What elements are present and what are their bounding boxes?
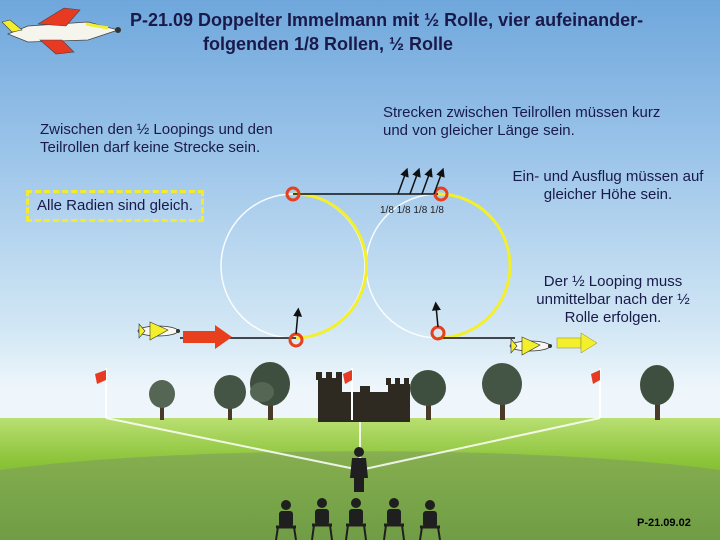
tree-icon — [640, 365, 674, 420]
right-half-loop — [437, 192, 512, 340]
note-equal-radii: Alle Radien sind gleich. — [26, 190, 204, 222]
tree-icon — [410, 370, 446, 420]
flag-icon — [591, 368, 601, 418]
roll-marker-left-bottom — [288, 332, 304, 348]
judge-icon — [311, 498, 333, 540]
roll-symbols — [293, 167, 445, 335]
left-half-loop — [292, 192, 368, 340]
flag-icon — [343, 368, 353, 420]
flag-icon — [95, 368, 107, 418]
note-no-line: Zwischen den ½ Loopings und den Teilroll… — [40, 121, 273, 156]
castle-icon — [316, 372, 410, 422]
entry-arrow-icon — [183, 325, 232, 349]
runway-strip — [0, 451, 720, 540]
judge-icon — [275, 500, 297, 540]
note-half-loop: Der ½ Looping muss unmittelbar nach der … — [536, 273, 690, 326]
flight-path — [180, 192, 515, 340]
aircraft-icon — [509, 336, 552, 356]
left-loop-guide — [220, 193, 366, 339]
tree-icon — [214, 375, 246, 420]
title-line-1: P-21.09 Doppelter Immelmann mit ½ Rolle,… — [130, 10, 644, 30]
judge-icon — [419, 500, 441, 540]
slide-code: P-21.09.02 — [637, 517, 691, 529]
exit-arrow-icon — [556, 332, 598, 354]
title-line-2: folgenden 1/8 Rollen, ½ Rolle — [203, 34, 454, 54]
note-short-lines: Strecken zwischen Teilrollen müssen kurz… — [383, 104, 661, 139]
roll-marker-left-top — [285, 186, 301, 202]
tree-icon — [149, 380, 175, 420]
pilot-icon — [350, 447, 368, 492]
tree-icon — [250, 362, 290, 420]
judge-icon — [383, 498, 405, 540]
roll-labels: 1/8 1/8 1/8 1/8 — [380, 205, 444, 216]
note-entry-exit-height: Ein- und Ausflug müssen auf gleicher Höh… — [512, 168, 704, 203]
judge-icon — [345, 498, 367, 540]
tree-icon — [482, 363, 522, 420]
logo-aircraft-icon — [1, 7, 121, 55]
aircraft-icon — [137, 321, 180, 341]
roll-marker-right-top — [433, 186, 449, 202]
